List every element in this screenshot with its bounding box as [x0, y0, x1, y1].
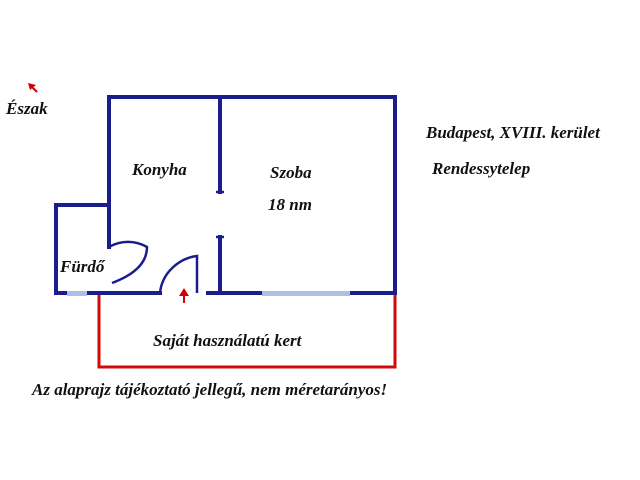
location-district: Rendessytelep [432, 159, 531, 178]
north-arrow-icon [28, 83, 38, 93]
bathroom-door [108, 240, 149, 285]
windows [67, 291, 350, 296]
room-area: 18 nm [268, 195, 312, 214]
room-label-szoba: Szoba [270, 163, 312, 182]
room-label-kitchen: Konyha [132, 160, 187, 179]
location-city: Budapest, XVIII. kerület [426, 123, 600, 142]
garden-label: Saját használatú kert [153, 331, 302, 350]
disclaimer-note: Az alaprajz tájékoztató jellegű, nem mér… [32, 380, 388, 399]
garden-border [97, 293, 397, 369]
walls [54, 95, 397, 295]
window-room [262, 291, 350, 296]
compass-label: Észak [6, 99, 48, 118]
room-label-bathroom: Fürdő [60, 257, 105, 276]
entrance-door [158, 254, 199, 294]
entrance-arrow-icon [179, 288, 189, 303]
window-bathroom [67, 291, 87, 296]
doors [108, 190, 224, 294]
